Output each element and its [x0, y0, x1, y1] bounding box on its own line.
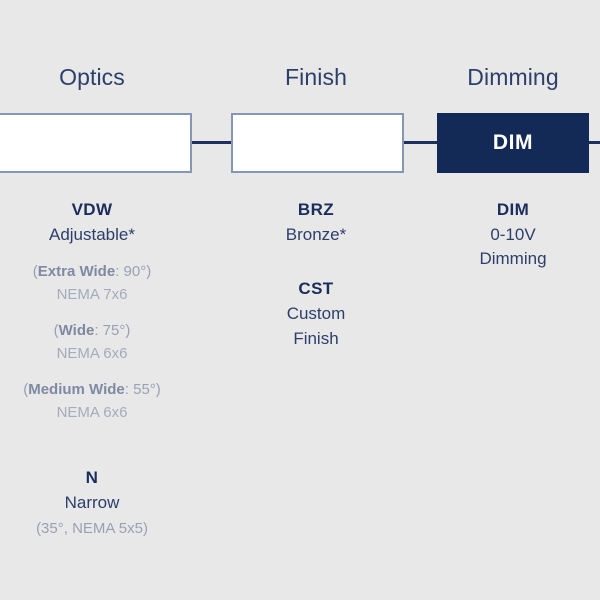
option-sub-nema: NEMA 6x6: [56, 344, 128, 362]
option-desc-n: Narrow: [64, 492, 120, 512]
option-group-dimming: DIM 0-10V Dimming: [437, 198, 589, 288]
option-sub-bold: Extra Wide: [37, 263, 116, 281]
option-note-n: (35°, NEMA 5x5): [36, 519, 148, 537]
option-group-optics: VDW Adjustable* (Extra Wide: 90°) NEMA 7…: [0, 198, 184, 556]
option-sub-nema: NEMA 6x6: [56, 403, 128, 421]
option-desc-dim: 0-10V Dimming: [479, 224, 547, 269]
code-box-finish[interactable]: [231, 113, 404, 173]
option-sub-suffix: : 90°): [115, 263, 152, 281]
option-sub-prefix: (: [23, 381, 29, 399]
option-sub-suffix: : 55°): [124, 381, 161, 399]
option-item-cst[interactable]: CST Custom Finish: [228, 277, 404, 351]
option-sub-prefix: (: [32, 263, 38, 281]
column-header-finish: Finish: [285, 64, 347, 90]
column-header-dimming: Dimming: [467, 64, 559, 90]
option-item-brz[interactable]: BRZ Bronze*: [228, 198, 404, 247]
option-code-brz: BRZ: [297, 200, 335, 219]
code-box-dimming-label: DIM: [492, 131, 534, 154]
option-sub-wide: (Wide: 75°) NEMA 6x6: [0, 320, 184, 365]
option-code-dim: DIM: [496, 200, 530, 219]
option-sub-extra-wide: (Extra Wide: 90°) NEMA 7x6: [0, 261, 184, 306]
option-group-finish: BRZ Bronze* CST Custom Finish: [228, 198, 404, 367]
column-header-optics: Optics: [59, 64, 125, 90]
option-code-n: N: [85, 468, 99, 488]
option-sub-bold: Wide: [58, 322, 95, 340]
option-desc-cst: Custom Finish: [286, 303, 346, 348]
option-item-vdw[interactable]: VDW Adjustable* (Extra Wide: 90°) NEMA 7…: [0, 198, 184, 424]
option-sub-medium-wide: (Medium Wide: 55°) NEMA 6x6: [0, 379, 184, 424]
option-code-cst: CST: [298, 279, 334, 299]
option-sub-bold: Medium Wide: [28, 381, 125, 399]
option-sub-prefix: (: [53, 322, 59, 340]
option-desc-vdw: Adjustable*: [48, 224, 135, 244]
option-sub-suffix: : 75°): [94, 322, 131, 340]
option-sub-nema: NEMA 7x6: [56, 285, 128, 303]
option-item-n[interactable]: N Narrow (35°, NEMA 5x5): [0, 466, 184, 540]
option-code-vdw: VDW: [71, 200, 113, 219]
code-box-dimming[interactable]: DIM: [437, 113, 589, 173]
code-box-optics[interactable]: [0, 113, 192, 173]
option-desc-brz: Bronze*: [285, 224, 347, 244]
option-item-dim[interactable]: DIM 0-10V Dimming: [437, 198, 589, 272]
